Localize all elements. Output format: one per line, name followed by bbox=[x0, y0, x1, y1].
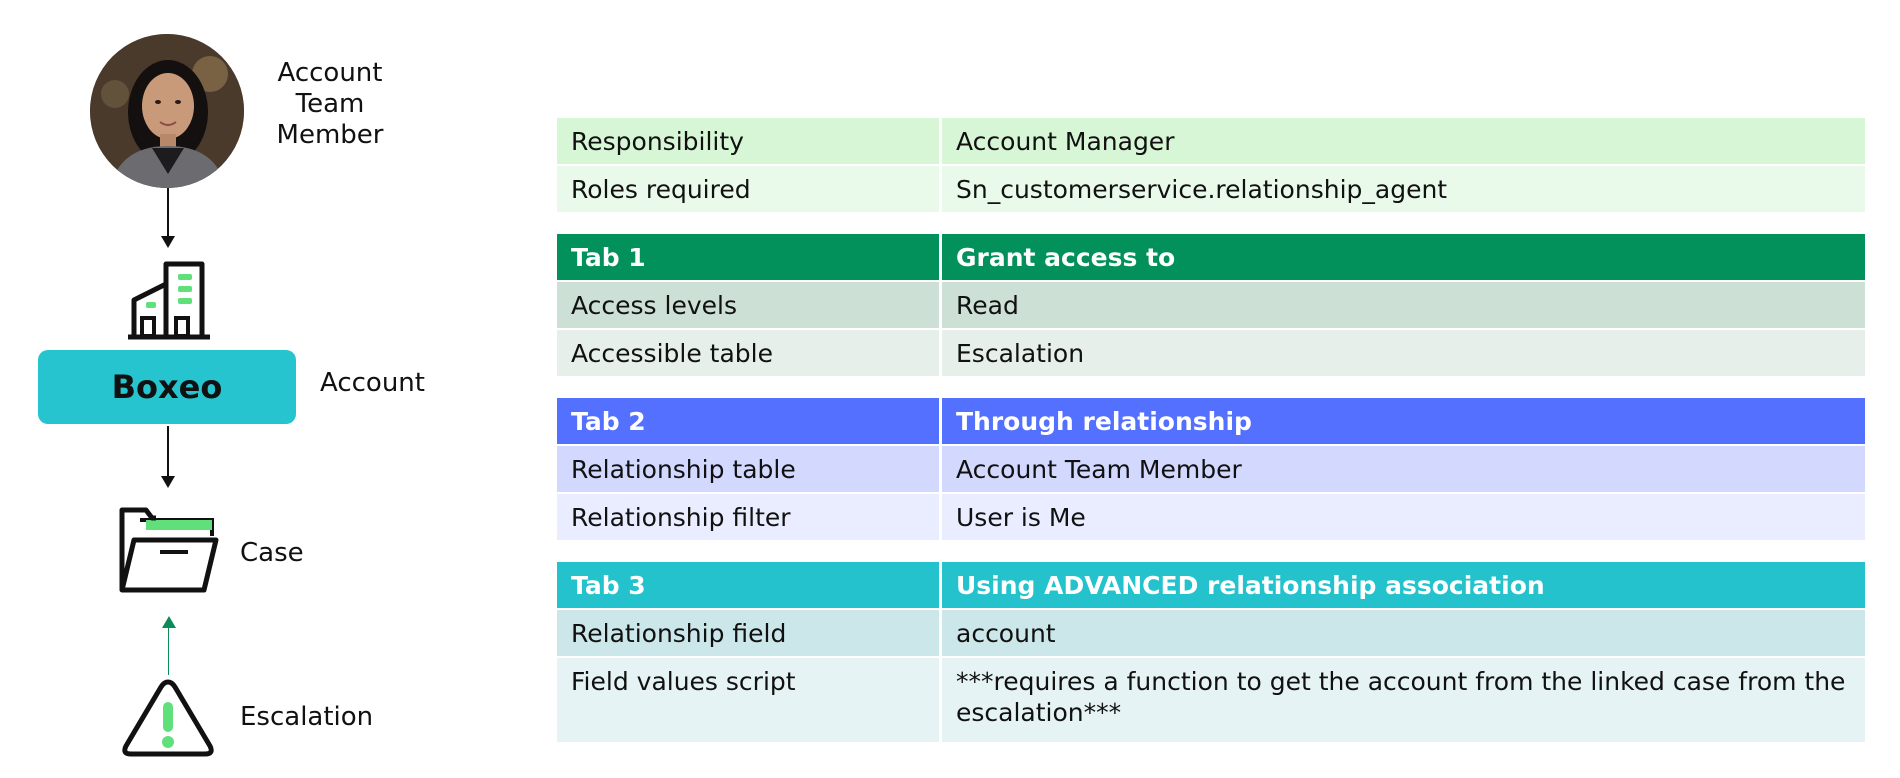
row-label: Relationship table bbox=[557, 445, 942, 494]
row-label: Roles required bbox=[557, 165, 942, 214]
row-label: Relationship field bbox=[557, 609, 942, 658]
row-label: Field values script bbox=[557, 657, 942, 744]
row-value: Sn_customerservice.relationship_agent bbox=[940, 165, 1865, 214]
table-row: Field values script ***requires a functi… bbox=[557, 657, 1865, 744]
row-label: Relationship filter bbox=[557, 493, 942, 542]
account-team-member-avatar bbox=[90, 34, 244, 188]
person-photo bbox=[90, 34, 244, 188]
tab2-header-value: Through relationship bbox=[940, 398, 1865, 446]
arrow-down-icon bbox=[161, 476, 175, 488]
row-value: Escalation bbox=[940, 329, 1865, 378]
arrow-escalation-to-case bbox=[168, 627, 169, 675]
account-box: Boxeo bbox=[38, 350, 296, 424]
row-label: Accessible table bbox=[557, 329, 942, 378]
row-value: Read bbox=[940, 281, 1865, 330]
table-row: Relationship filter User is Me bbox=[557, 493, 1865, 542]
table-row: Roles required Sn_customerservice.relati… bbox=[557, 165, 1865, 214]
row-value: ***requires a function to get the accoun… bbox=[940, 657, 1865, 744]
tab3-header-value: Using ADVANCED relationship association bbox=[940, 562, 1865, 610]
account-label: Account bbox=[320, 368, 425, 398]
arrow-account-to-case bbox=[167, 426, 169, 478]
arrow-down-icon bbox=[161, 236, 175, 248]
table-row: Accessible table Escalation bbox=[557, 329, 1865, 378]
configuration-tables: Responsibility Account Manager Roles req… bbox=[557, 118, 1865, 744]
row-value: User is Me bbox=[940, 493, 1865, 542]
folder-icon bbox=[119, 507, 219, 593]
tab2-header-label: Tab 2 bbox=[557, 398, 942, 446]
tab1-header-value: Grant access to bbox=[940, 234, 1865, 282]
table-header-row: Tab 1 Grant access to bbox=[557, 234, 1865, 282]
table-header-row: Tab 3 Using ADVANCED relationship associ… bbox=[557, 562, 1865, 610]
account-team-member-label: Account Team Member bbox=[276, 58, 384, 151]
arrow-member-to-account bbox=[167, 188, 169, 236]
table-header-row: Tab 2 Through relationship bbox=[557, 398, 1865, 446]
tab1-table: Tab 1 Grant access to Access levels Read… bbox=[557, 234, 1865, 378]
row-value: Account Team Member bbox=[940, 445, 1865, 494]
tab3-table: Tab 3 Using ADVANCED relationship associ… bbox=[557, 562, 1865, 744]
tab2-table: Tab 2 Through relationship Relationship … bbox=[557, 398, 1865, 542]
escalation-label: Escalation bbox=[240, 702, 374, 732]
summary-table: Responsibility Account Manager Roles req… bbox=[557, 118, 1865, 214]
table-row: Relationship table Account Team Member bbox=[557, 445, 1865, 494]
warning-icon bbox=[122, 679, 214, 757]
table-row: Responsibility Account Manager bbox=[557, 118, 1865, 166]
row-value: account bbox=[940, 609, 1865, 658]
relationship-flow-diagram: Account Team Member Boxeo Account Case E… bbox=[0, 0, 520, 778]
row-value: Account Manager bbox=[940, 118, 1865, 166]
arrow-up-icon bbox=[162, 616, 176, 628]
case-label: Case bbox=[240, 538, 304, 568]
tab1-header-label: Tab 1 bbox=[557, 234, 942, 282]
table-row: Relationship field account bbox=[557, 609, 1865, 658]
building-icon bbox=[128, 261, 210, 340]
table-row: Access levels Read bbox=[557, 281, 1865, 330]
tab3-header-label: Tab 3 bbox=[557, 562, 942, 610]
row-label: Responsibility bbox=[557, 118, 942, 166]
row-label: Access levels bbox=[557, 281, 942, 330]
